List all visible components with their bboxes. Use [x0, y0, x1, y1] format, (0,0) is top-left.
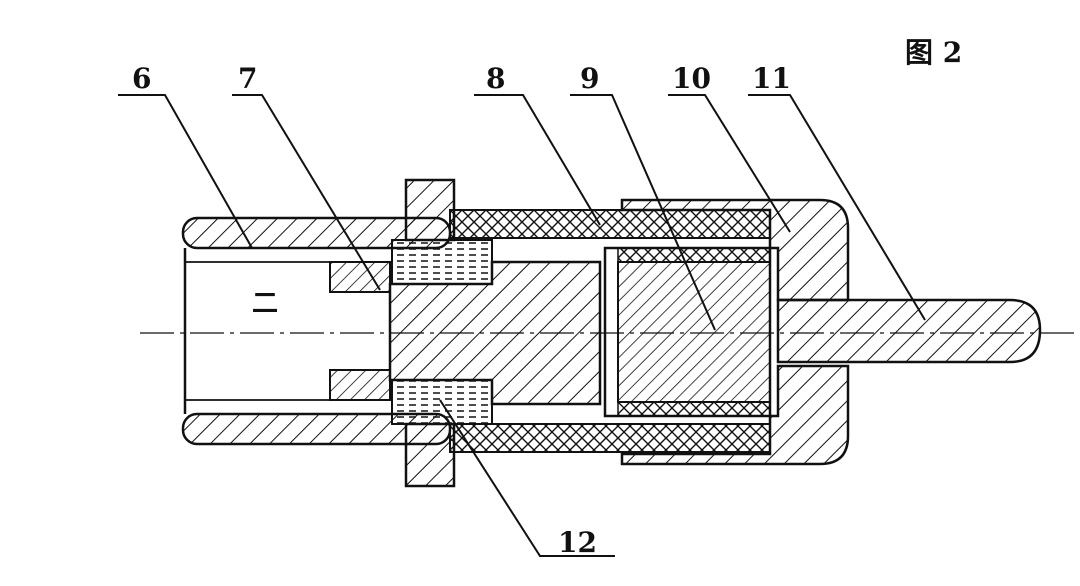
central-core	[388, 260, 602, 406]
part-label-9: 9	[580, 62, 599, 95]
part-11-pin	[776, 298, 1042, 364]
part-label-7: 7	[238, 62, 257, 95]
part-6-sleeve	[181, 216, 452, 446]
part-12-filling	[391, 239, 493, 425]
part-9-cup	[603, 246, 772, 418]
part-7-insert	[329, 261, 391, 401]
center-mark: 二	[252, 289, 278, 319]
part-label-10: 10	[672, 62, 711, 95]
part-8-layer	[449, 209, 771, 453]
leader-lines	[118, 94, 926, 557]
part-label-12: 12	[558, 526, 597, 559]
part-label-6: 6	[132, 62, 151, 95]
part-10-cap	[620, 198, 850, 466]
figure-title: 图 2	[905, 36, 962, 69]
part-label-11: 11	[752, 62, 791, 95]
part-label-8: 8	[486, 62, 505, 95]
